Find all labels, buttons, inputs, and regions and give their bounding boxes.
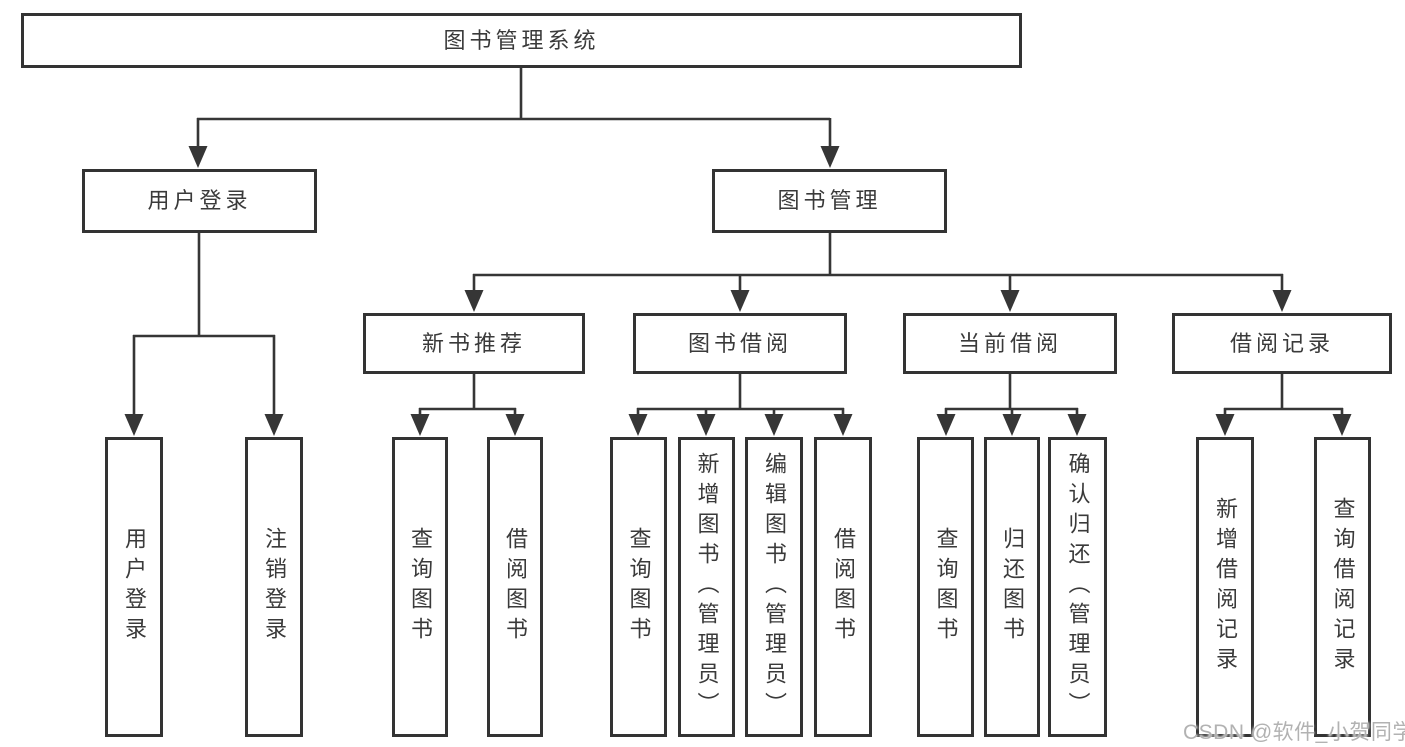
leaf-current-return-books: 归还图书 bbox=[984, 437, 1040, 737]
node-book-management-label: 图书管理 bbox=[777, 188, 882, 213]
node-user-login-label: 用户登录 bbox=[147, 188, 252, 213]
node-current-borrowing: 当前借阅 bbox=[903, 313, 1117, 374]
node-book-borrowing-label: 图书借阅 bbox=[687, 330, 792, 356]
leaf-current-query-books-label: 查询图书 bbox=[933, 527, 959, 647]
node-book-management: 图书管理 bbox=[712, 169, 947, 233]
node-library-system: 图书管理系统 bbox=[21, 13, 1022, 68]
leaf-user-login-label: 用户登录 bbox=[122, 527, 147, 647]
leaf-current-confirm-return-admin-label: 确认归还（管理员） bbox=[1065, 452, 1091, 722]
leaf-borrowing-add-books-admin-label: 新增图书（管理员） bbox=[694, 452, 720, 722]
leaf-user-login: 用户登录 bbox=[105, 437, 163, 737]
leaf-current-query-books: 查询图书 bbox=[917, 437, 974, 737]
watermark: CSDN @软件_小贺同学 bbox=[1183, 721, 1405, 744]
leaf-logout-label: 注销登录 bbox=[262, 527, 287, 647]
leaf-borrowing-borrow-books: 借阅图书 bbox=[814, 437, 872, 737]
leaf-recommend-borrow-books-label: 借阅图书 bbox=[503, 527, 528, 647]
node-new-book-recommend-label: 新书推荐 bbox=[421, 330, 526, 356]
leaf-borrowing-edit-books-admin: 编辑图书（管理员） bbox=[745, 437, 803, 737]
leaf-records-add-record-label: 新增借阅记录 bbox=[1213, 497, 1238, 677]
node-user-login: 用户登录 bbox=[82, 169, 317, 233]
leaf-records-add-record: 新增借阅记录 bbox=[1196, 437, 1254, 737]
leaf-borrowing-borrow-books-label: 借阅图书 bbox=[831, 527, 856, 647]
leaf-records-query-record-label: 查询借阅记录 bbox=[1330, 497, 1356, 677]
node-book-borrowing: 图书借阅 bbox=[633, 313, 847, 374]
leaf-recommend-borrow-books: 借阅图书 bbox=[487, 437, 543, 737]
leaf-borrowing-add-books-admin: 新增图书（管理员） bbox=[678, 437, 735, 737]
leaf-recommend-query-books: 查询图书 bbox=[392, 437, 448, 737]
leaf-records-query-record: 查询借阅记录 bbox=[1314, 437, 1371, 737]
leaf-current-return-books-label: 归还图书 bbox=[1000, 527, 1025, 647]
node-borrowing-records-label: 借阅记录 bbox=[1229, 330, 1334, 356]
leaf-borrowing-edit-books-admin-label: 编辑图书（管理员） bbox=[762, 452, 787, 722]
node-borrowing-records: 借阅记录 bbox=[1172, 313, 1392, 374]
node-library-system-label: 图书管理系统 bbox=[443, 27, 600, 53]
leaf-logout: 注销登录 bbox=[245, 437, 303, 737]
node-current-borrowing-label: 当前借阅 bbox=[957, 330, 1062, 356]
node-new-book-recommend: 新书推荐 bbox=[363, 313, 585, 374]
leaf-borrowing-query-books-label: 查询图书 bbox=[626, 527, 652, 647]
leaf-recommend-query-books-label: 查询图书 bbox=[408, 527, 433, 647]
leaf-current-confirm-return-admin: 确认归还（管理员） bbox=[1048, 437, 1107, 737]
leaf-borrowing-query-books: 查询图书 bbox=[610, 437, 667, 737]
